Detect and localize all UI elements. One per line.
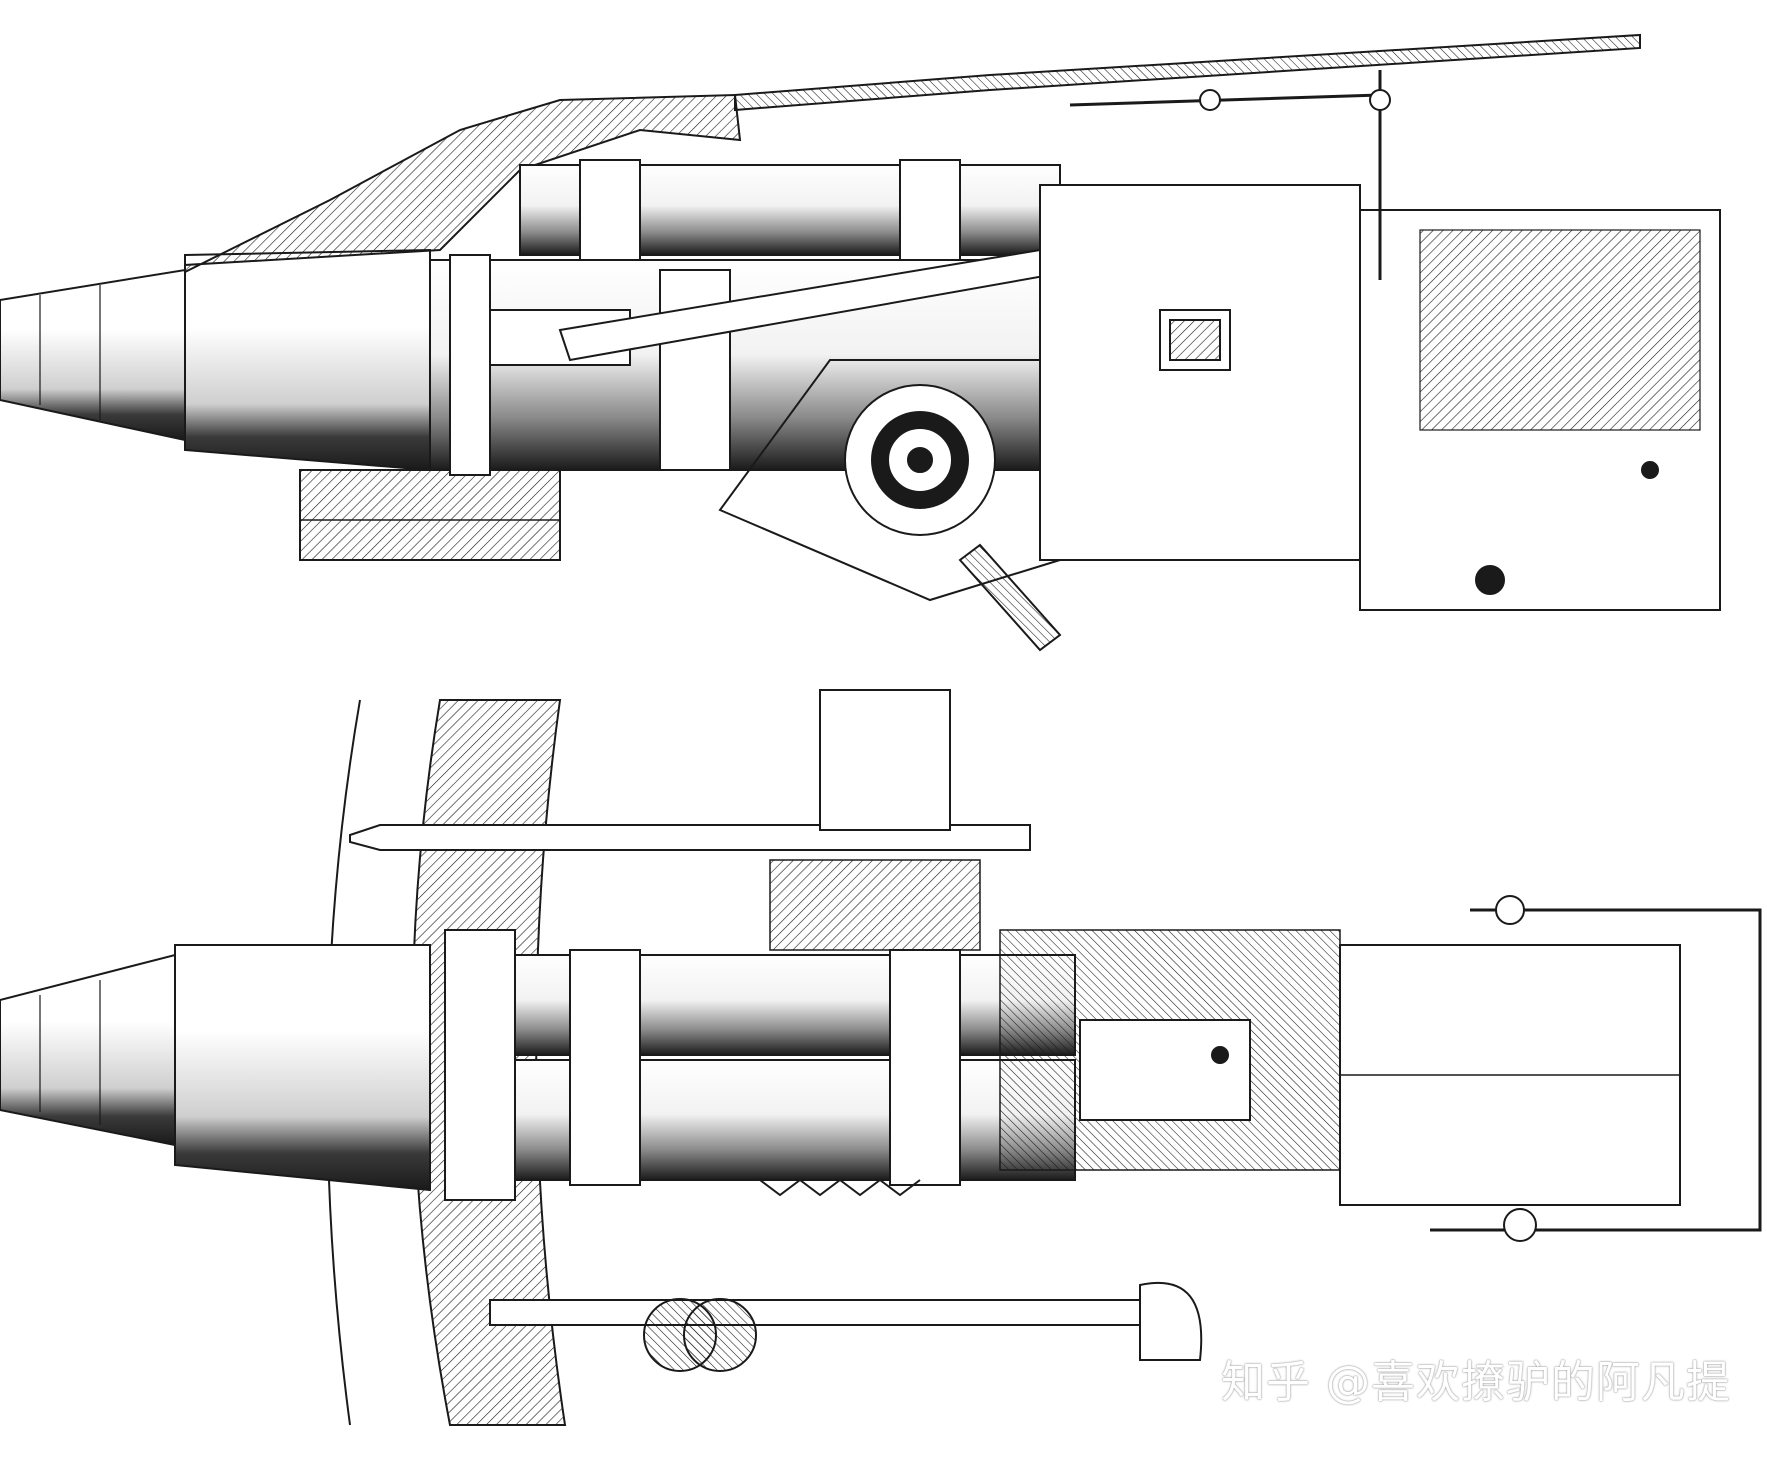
- lower-coaxial-rod: [489, 1299, 1181, 1326]
- mantlet-body: [184, 248, 431, 472]
- return-spring: [759, 1178, 921, 1197]
- plan-barrel-cone: [0, 953, 176, 1147]
- roof-plate: [734, 33, 1641, 112]
- sight-bracket: [819, 689, 951, 831]
- turret-roof-armour: [184, 93, 742, 274]
- lower-armour: [299, 469, 561, 561]
- side-elevation-view: [0, 33, 1721, 652]
- breech-housing: [1039, 184, 1361, 561]
- handwheel-shaft: [958, 543, 1062, 652]
- watermark-text: 知乎 @喜欢撩驴的阿凡提: [1221, 1357, 1731, 1408]
- plan-mantlet: [174, 944, 431, 1192]
- plan-view: [0, 689, 1762, 1426]
- collar-ring: [444, 929, 516, 1201]
- sight-telescope: [349, 824, 1031, 851]
- barrel-muzzle-cone: [0, 268, 186, 442]
- shoulder-rest: [1139, 1281, 1203, 1361]
- rear-guard-rail: [1430, 908, 1762, 1232]
